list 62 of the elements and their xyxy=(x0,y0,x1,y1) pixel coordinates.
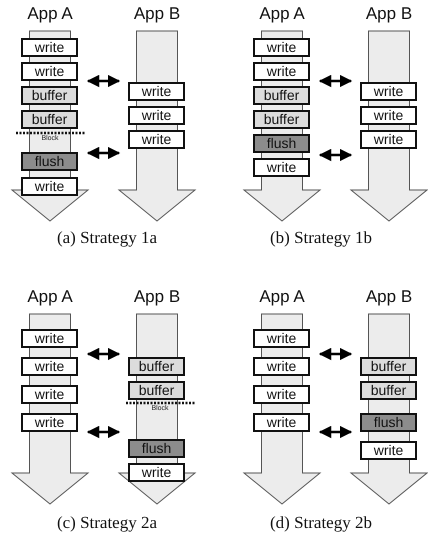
operation-box: write xyxy=(21,38,78,57)
subfigure-caption: (b) Strategy 1b xyxy=(269,228,373,248)
subfigure-caption: (a) Strategy 1a xyxy=(56,228,158,248)
lane-header: App A xyxy=(26,4,74,24)
operation-box: buffer xyxy=(21,110,78,129)
operation-box: buffer xyxy=(253,86,310,105)
subfigure-caption: (d) Strategy 2b xyxy=(269,513,373,533)
timeline-arrow xyxy=(12,287,88,504)
operation-box: write xyxy=(21,357,78,376)
timeline-arrow xyxy=(119,287,195,504)
timeline-arrow xyxy=(119,4,195,221)
double-arrow xyxy=(86,146,120,160)
operation-box: flush xyxy=(128,439,185,458)
operation-box: write xyxy=(253,62,310,81)
operation-box: write xyxy=(128,106,185,125)
double-arrow xyxy=(318,148,352,162)
operation-box: buffer xyxy=(128,381,185,400)
timeline-arrow xyxy=(12,4,88,221)
operation-box: write xyxy=(253,357,310,376)
operation-box: write xyxy=(128,130,185,149)
operation-box: write xyxy=(253,329,310,348)
operation-box: write xyxy=(21,177,78,196)
lane-header: App B xyxy=(132,4,182,24)
operation-box: flush xyxy=(253,134,310,153)
subfigure-caption: (c) Strategy 2a xyxy=(56,513,158,533)
operation-box: write xyxy=(21,329,78,348)
lane-header: App B xyxy=(132,287,182,307)
operation-box: write xyxy=(253,158,310,177)
lane-header: App A xyxy=(26,287,74,307)
timeline-arrow xyxy=(244,287,320,504)
operation-box: write xyxy=(253,38,310,57)
double-arrow xyxy=(86,426,120,438)
double-arrow xyxy=(318,348,352,360)
operation-box: write xyxy=(360,82,417,101)
operation-box: buffer xyxy=(360,357,417,376)
operation-box: buffer xyxy=(128,357,185,376)
timeline-arrow xyxy=(351,287,427,504)
double-arrow xyxy=(318,74,352,88)
operation-box: write xyxy=(360,106,417,125)
operation-box: buffer xyxy=(360,381,417,400)
operation-box: write xyxy=(128,463,185,482)
operation-box: write xyxy=(253,413,310,432)
operation-box: flush xyxy=(21,152,78,171)
timeline-arrow xyxy=(244,4,320,221)
double-arrow xyxy=(318,426,352,438)
lane-header: App A xyxy=(258,4,306,24)
operation-box: buffer xyxy=(253,110,310,129)
double-arrow xyxy=(86,74,120,88)
double-arrow xyxy=(86,348,120,360)
operation-box: write xyxy=(253,385,310,404)
operation-box: write xyxy=(128,82,185,101)
operation-box: write xyxy=(21,62,78,81)
operation-box: write xyxy=(360,441,417,460)
operation-box: write xyxy=(21,413,78,432)
operation-box: flush xyxy=(360,413,417,432)
lane-header: App A xyxy=(258,287,306,307)
operation-box: write xyxy=(21,385,78,404)
timeline-arrow xyxy=(351,4,427,221)
operation-box: write xyxy=(360,130,417,149)
lane-header: App B xyxy=(364,287,414,307)
operation-box: buffer xyxy=(21,86,78,105)
lane-header: App B xyxy=(364,4,414,24)
